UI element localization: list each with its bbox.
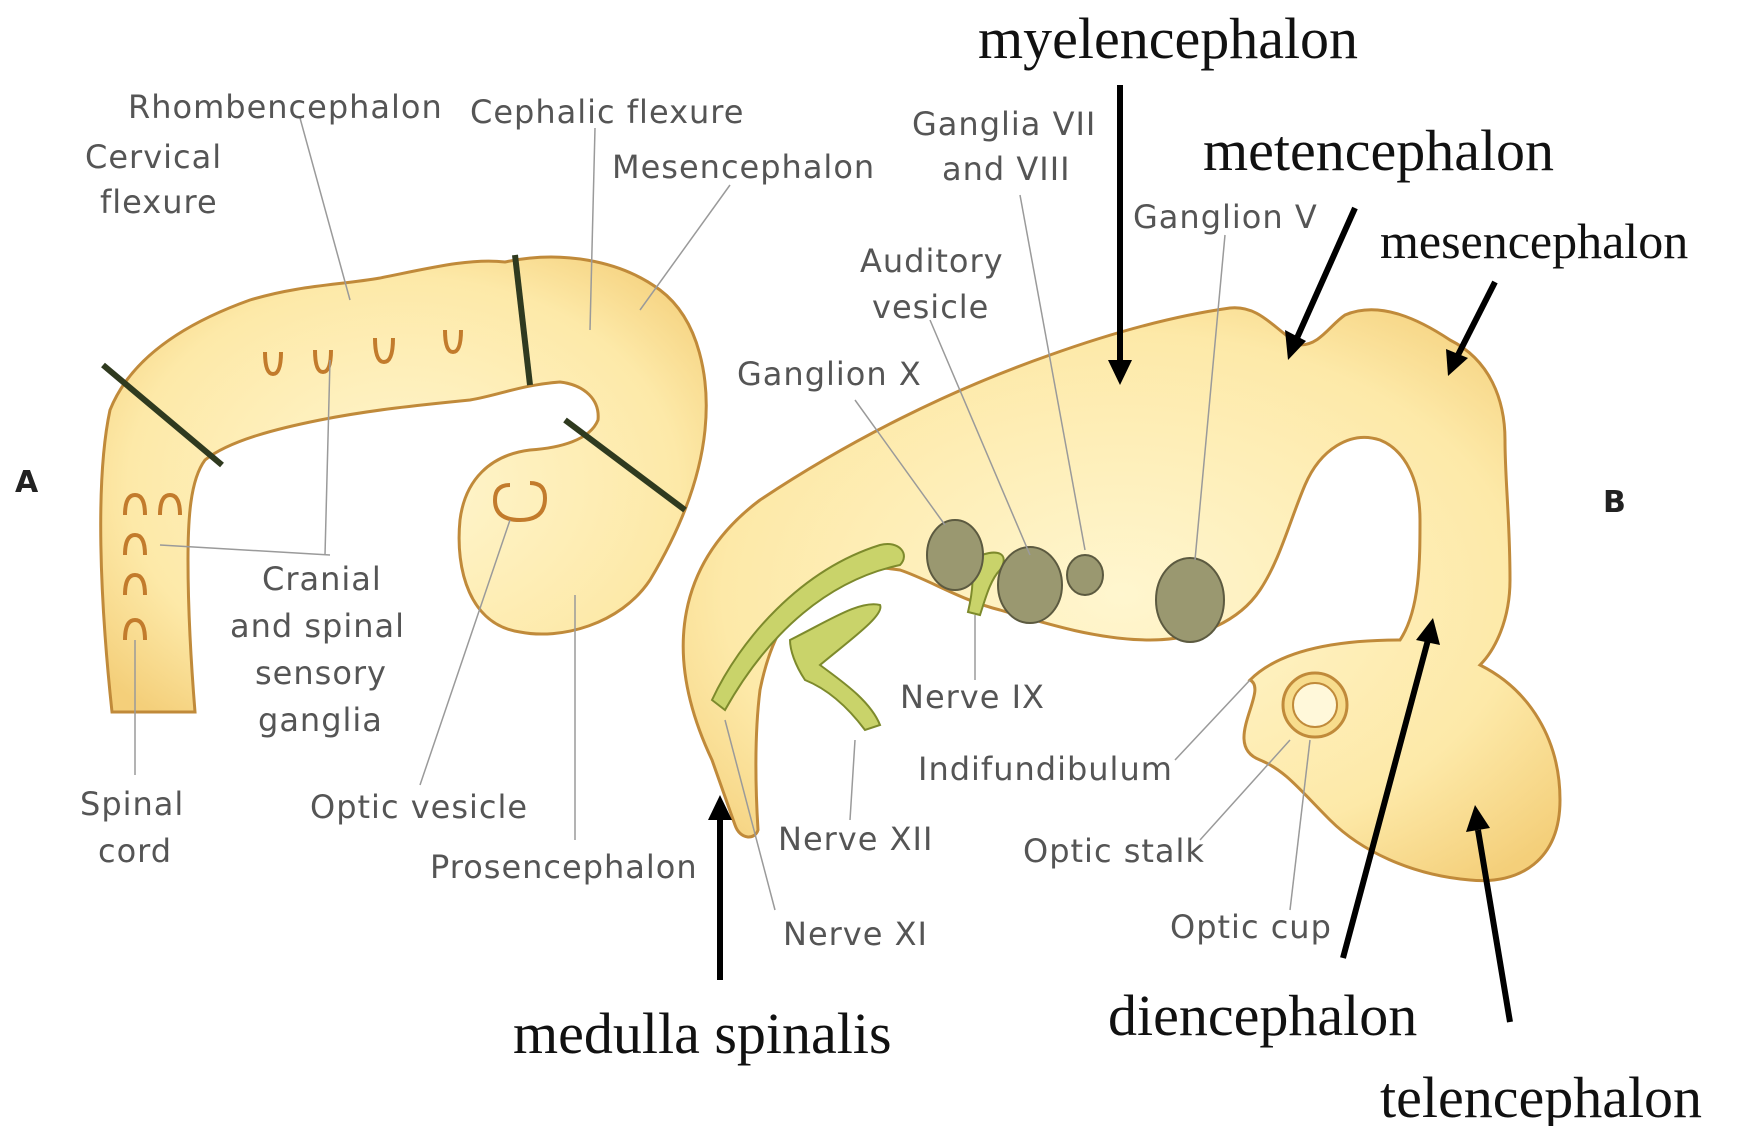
- label-spinal-cord-2: cord: [98, 832, 172, 870]
- label-rhombencephalon: Rhombencephalon: [128, 88, 443, 126]
- annotation-medulla-spinalis: medulla spinalis: [513, 1001, 892, 1066]
- label-infundibulum: Indifundibulum: [918, 750, 1173, 788]
- label-ganglia-1: Cranial: [262, 560, 382, 598]
- auditory-vesicle: [1067, 555, 1103, 595]
- label-ganglion-v: Ganglion V: [1133, 198, 1318, 236]
- ganglia-vii-viii: [998, 547, 1062, 623]
- label-optic-vesicle: Optic vesicle: [310, 788, 528, 826]
- label-ganglia-4: ganglia: [258, 701, 383, 739]
- annotation-metencephalon: metencephalon: [1203, 118, 1554, 183]
- label-cervical-flexure-1: Cervical: [85, 138, 222, 176]
- arrow-medulla-spinalis: [708, 795, 732, 980]
- label-cephalic-flexure: Cephalic flexure: [470, 93, 744, 131]
- ganglion-x: [927, 520, 983, 590]
- annotation-myelencephalon: myelencephalon: [978, 6, 1358, 71]
- label-ganglion-x: Ganglion X: [737, 355, 922, 393]
- label-nerve-xii: Nerve XII: [778, 820, 933, 858]
- label-cervical-flexure-2: flexure: [100, 183, 218, 221]
- label-nerve-ix: Nerve IX: [900, 678, 1045, 716]
- label-spinal-cord-1: Spinal: [80, 785, 184, 823]
- optic-cup: [1283, 673, 1347, 737]
- ganglion-v: [1156, 558, 1224, 642]
- label-nerve-xi: Nerve XI: [783, 915, 928, 953]
- label-optic-cup: Optic cup: [1170, 908, 1332, 946]
- label-optic-stalk: Optic stalk: [1023, 832, 1205, 870]
- annotation-telencephalon: telencephalon: [1380, 1065, 1702, 1126]
- label-prosencephalon: Prosencephalon: [430, 848, 698, 886]
- label-ganglia-vii-viii-2: and VIII: [942, 150, 1071, 188]
- annotation-mesencephalon: mesencephalon: [1380, 213, 1688, 269]
- label-ganglia-vii-viii-1: Ganglia VII: [912, 105, 1096, 143]
- label-auditory-vesicle-1: Auditory: [860, 242, 1004, 280]
- label-mesencephalon-a: Mesencephalon: [612, 148, 875, 186]
- panel-a-letter: A: [15, 465, 39, 500]
- label-ganglia-3: sensory: [255, 654, 387, 692]
- label-auditory-vesicle-2: vesicle: [872, 288, 989, 326]
- label-ganglia-2: and spinal: [230, 607, 405, 645]
- panel-b-letter: B: [1603, 485, 1626, 520]
- annotation-diencephalon: diencephalon: [1108, 983, 1417, 1048]
